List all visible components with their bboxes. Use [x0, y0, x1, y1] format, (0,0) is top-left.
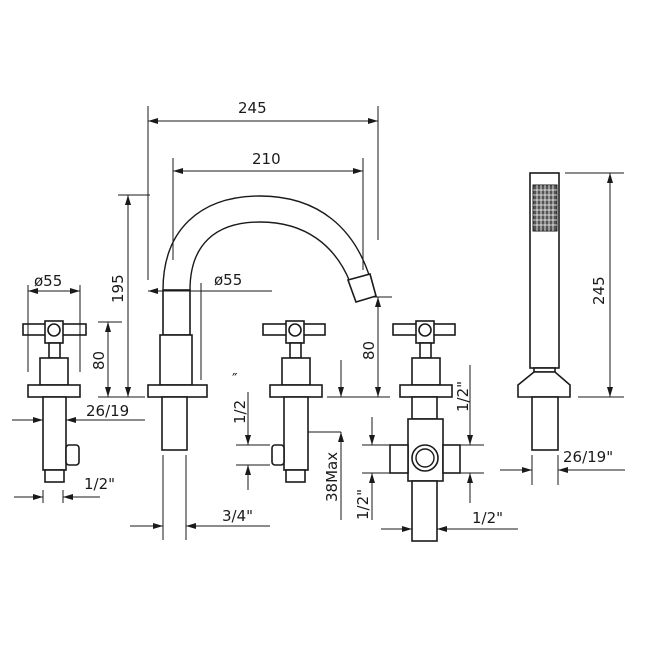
dim-right-valve-top-thread: 1/2" [454, 381, 472, 412]
dim-deck-max: 38Max [323, 452, 341, 502]
dim-shower-height: 245 [590, 276, 608, 305]
dim-spout-thread: 3/4" [222, 507, 253, 525]
hand-shower-dimensions [500, 172, 625, 485]
dim-spout-reach: 210 [252, 150, 281, 168]
dim-left-valve-deck: 26/19 [86, 402, 129, 420]
middle-valve-dimensions [236, 296, 392, 520]
spout [147, 195, 377, 451]
dim-spout-height: 195 [109, 274, 127, 303]
dim-right-valve-bottom-thread: 1/2" [472, 509, 503, 527]
dim-mid-valve-thread-mark: ″ [232, 370, 238, 388]
hand-shower [517, 172, 571, 451]
right-valve [389, 320, 461, 542]
dim-spout-width: 245 [238, 99, 267, 117]
dim-mid-valve-thread: 1/2 [231, 400, 249, 424]
left-valve [22, 320, 87, 483]
dim-left-valve-diameter: ø55 [34, 272, 62, 290]
dim-left-valve-height: 80 [90, 351, 108, 370]
dim-right-valve-left-thread: 1/2" [354, 489, 372, 520]
dim-spout-diameter: ø55 [214, 271, 242, 289]
left-valve-dimensions [12, 285, 145, 503]
dim-spout-clearance: 80 [360, 341, 378, 360]
middle-valve [262, 320, 326, 483]
dim-shower-deck: 26/19" [563, 448, 613, 466]
dim-left-valve-thread: 1/2" [84, 475, 115, 493]
spout-dimensions [118, 106, 379, 540]
right-valve-dimensions [362, 365, 518, 532]
